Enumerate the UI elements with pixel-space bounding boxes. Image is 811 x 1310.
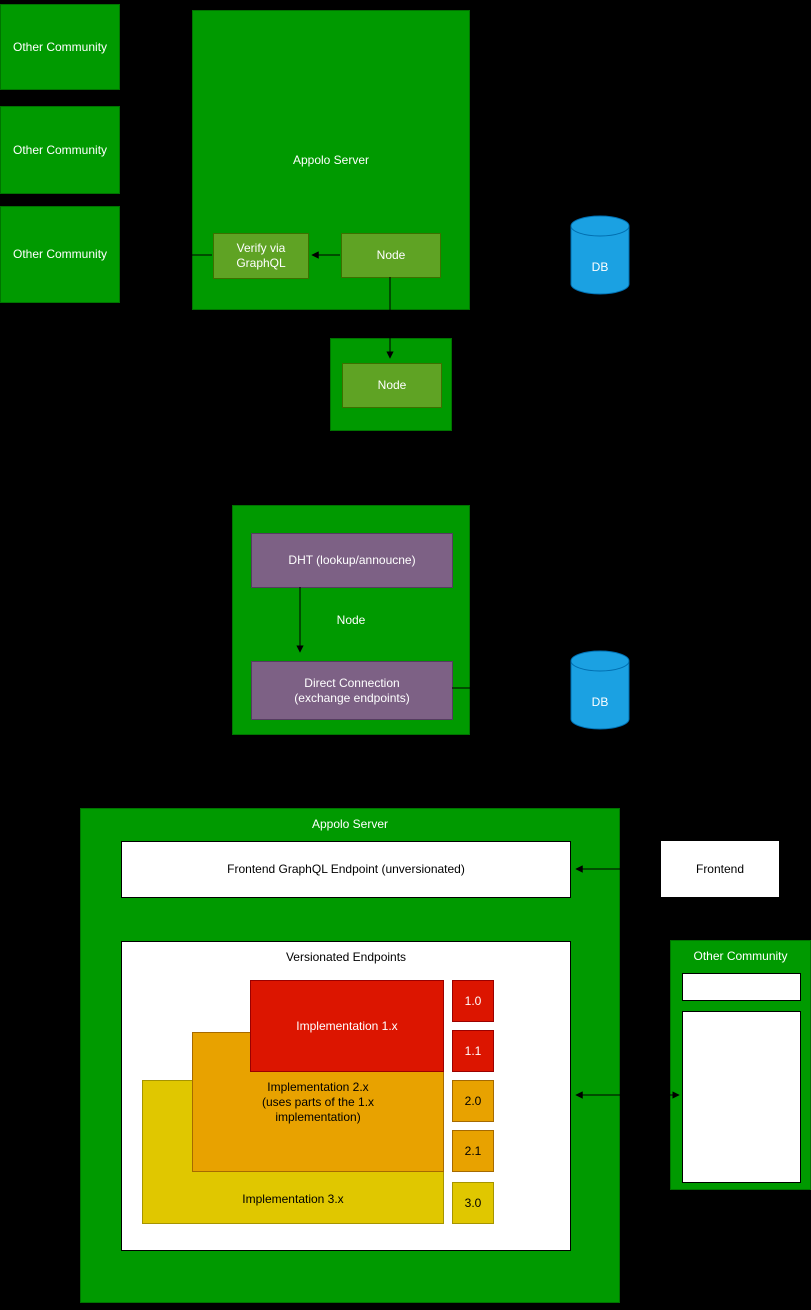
version-2-0-label: 2.0 — [464, 1093, 482, 1108]
db-top-label: DB — [592, 260, 609, 274]
frontend-box: Frontend — [660, 840, 780, 898]
verify-via-graphql-box: Verify via GraphQL — [213, 233, 309, 279]
verify-via-graphql-label: Verify via GraphQL — [236, 241, 286, 270]
version-box-2-0: 2.0 — [452, 1080, 494, 1122]
other-community-box-3: Other Community — [0, 206, 120, 303]
community-item-box-2 — [682, 1011, 801, 1183]
frontend-endpoint-box: Frontend GraphQL Endpoint (unversionated… — [121, 841, 571, 898]
node-group-box: Node DHT (lookup/annoucne) Direct Connec… — [232, 505, 470, 735]
version-3-0-label: 3.0 — [464, 1195, 482, 1210]
versionated-endpoints-box: Versionated Endpoints Implementation 3.x… — [121, 941, 571, 1251]
frontend-endpoint-label: Frontend GraphQL Endpoint (unversionated… — [227, 862, 465, 876]
other-community-bottom-label: Other Community — [693, 949, 788, 963]
node-group-label: Node — [336, 612, 366, 627]
version-2-1-label: 2.1 — [464, 1143, 482, 1158]
db-middle-label: DB — [592, 695, 609, 709]
appolo-server-top-label: Appolo Server — [292, 152, 370, 167]
other-community-box-1: Other Community — [0, 4, 120, 90]
versionated-endpoints-label: Versionated Endpoints — [285, 950, 407, 964]
other-community-box-2: Other Community — [0, 106, 120, 194]
other-community-bottom-box: Other Community — [670, 940, 811, 1190]
node-top-label: Node — [376, 248, 406, 262]
appolo-server-bottom-label: Appolo Server — [311, 817, 389, 831]
other-community-2-label: Other Community — [13, 142, 108, 157]
node-2-label: Node — [377, 378, 407, 392]
database-cylinder-icon: DB — [570, 215, 630, 295]
db-middle: DB — [570, 650, 630, 730]
dht-label: DHT (lookup/annoucne) — [288, 553, 416, 567]
version-box-1-1: 1.1 — [452, 1030, 494, 1072]
appolo-server-top-box: Appolo Server Verify via GraphQL Node — [192, 10, 470, 310]
version-1-1-label: 1.1 — [464, 1043, 482, 1058]
database-cylinder-icon: DB — [570, 650, 630, 730]
dht-box: DHT (lookup/annoucne) — [251, 533, 453, 588]
implementation-1x-box: Implementation 1.x — [250, 980, 444, 1072]
frontend-label: Frontend — [695, 861, 745, 876]
node-box-top: Node — [341, 233, 441, 278]
direct-connection-label: Direct Connection (exchange endpoints) — [294, 675, 410, 705]
direct-connection-box: Direct Connection (exchange endpoints) — [251, 661, 453, 720]
version-box-1-0: 1.0 — [452, 980, 494, 1022]
node-container-box: Node — [330, 338, 452, 431]
version-box-2-1: 2.1 — [452, 1130, 494, 1172]
version-1-0-label: 1.0 — [464, 993, 482, 1008]
other-community-3-label: Other Community — [13, 247, 108, 261]
implementation-1x-label: Implementation 1.x — [296, 1018, 398, 1033]
other-community-1-label: Other Community — [13, 39, 108, 54]
node-box-2: Node — [342, 363, 442, 408]
implementation-2x-label: Implementation 2.x (uses parts of the 1.… — [261, 1079, 375, 1124]
community-item-box-1 — [682, 973, 801, 1001]
implementation-3x-label: Implementation 3.x — [242, 1192, 344, 1206]
appolo-server-bottom-box: Appolo Server Frontend GraphQL Endpoint … — [80, 808, 620, 1303]
db-top: DB — [570, 215, 630, 295]
version-box-3-0: 3.0 — [452, 1182, 494, 1224]
